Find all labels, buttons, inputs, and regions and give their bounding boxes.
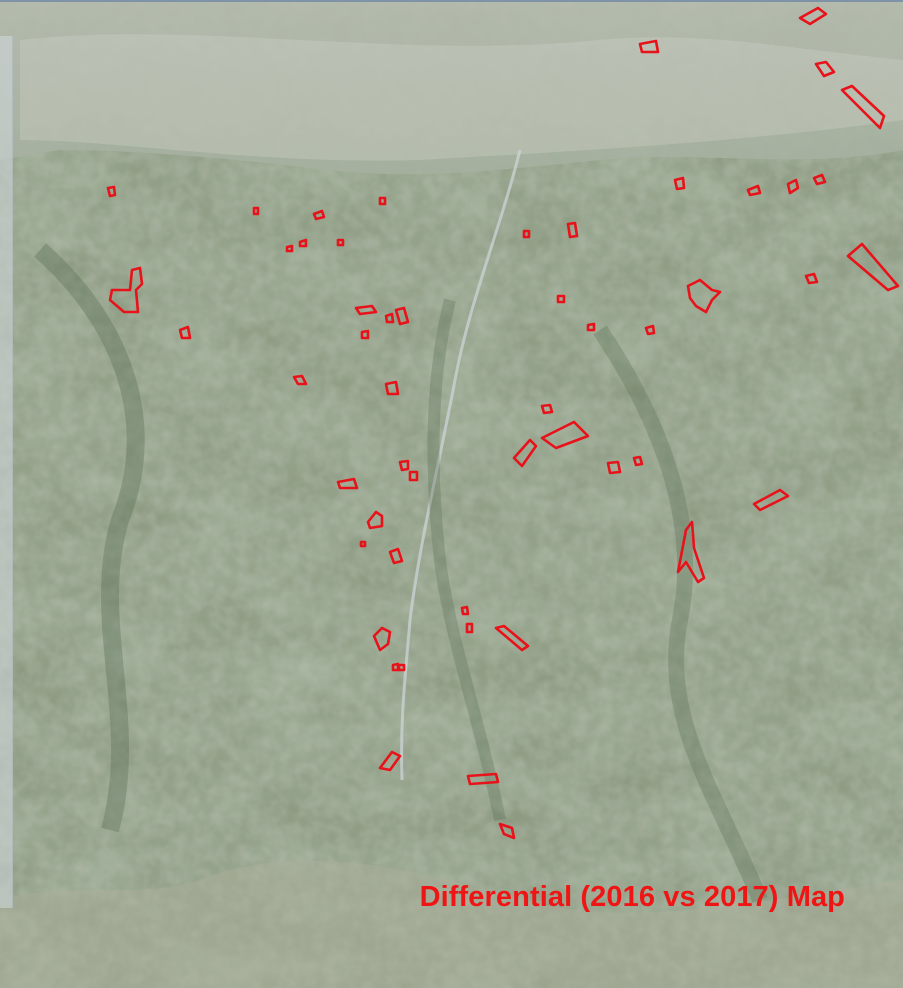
change-polygon xyxy=(252,206,260,216)
ridge-shadow-2 xyxy=(593,325,768,903)
change-polygon xyxy=(804,272,819,285)
change-polygon xyxy=(394,306,410,326)
change-polygon xyxy=(752,488,790,512)
change-polygon xyxy=(465,622,474,634)
change-polygon xyxy=(384,380,400,396)
change-polygon xyxy=(359,540,367,548)
change-polygon xyxy=(676,520,706,584)
change-polygon xyxy=(846,242,900,292)
change-polygon xyxy=(336,477,359,490)
change-polygon xyxy=(106,185,117,198)
change-polygon xyxy=(397,663,406,672)
change-polygon xyxy=(366,510,384,530)
change-polygon xyxy=(606,460,622,475)
change-polygon xyxy=(292,374,308,386)
urban-valley xyxy=(0,0,903,175)
change-polygon xyxy=(644,324,656,336)
change-polygon xyxy=(556,294,566,304)
side-panel-edge xyxy=(0,36,13,908)
change-polygon xyxy=(840,84,886,130)
river xyxy=(400,149,522,781)
change-polygon xyxy=(540,403,554,415)
change-polygon xyxy=(466,772,500,786)
change-polygon xyxy=(372,626,392,652)
change-polygon xyxy=(285,244,294,253)
frame-top-border xyxy=(0,0,903,2)
change-polygon xyxy=(408,470,419,482)
change-polygon xyxy=(786,178,800,195)
change-polygon xyxy=(498,822,516,840)
change-polygon xyxy=(632,455,644,467)
change-polygon xyxy=(814,60,836,78)
change-polygon xyxy=(398,459,410,472)
change-polygon xyxy=(494,624,530,652)
change-polygon xyxy=(586,322,596,332)
scree-light xyxy=(0,860,903,988)
map-title: Differential (2016 vs 2017) Map xyxy=(419,881,845,913)
change-polygon xyxy=(378,196,387,206)
change-polygon xyxy=(108,266,144,314)
change-polygon xyxy=(178,325,192,340)
change-polygon xyxy=(812,173,827,186)
change-polygon xyxy=(312,209,326,221)
change-polygon xyxy=(336,238,345,247)
change-polygon xyxy=(522,229,531,239)
change-polygon xyxy=(540,420,590,450)
ridge-shadow-3 xyxy=(427,298,506,822)
change-polygon xyxy=(388,547,404,565)
urban-texture xyxy=(20,34,903,161)
change-polygon xyxy=(686,278,722,314)
change-polygon xyxy=(512,438,538,468)
change-polygon xyxy=(298,238,308,248)
change-polygon xyxy=(798,6,828,26)
change-polygon xyxy=(384,312,395,324)
ridge-shadow xyxy=(34,243,145,833)
change-polygon xyxy=(460,605,470,616)
change-polygon xyxy=(360,329,370,340)
change-polygon xyxy=(354,304,378,316)
change-polygon xyxy=(378,750,402,772)
change-polygon xyxy=(673,176,686,191)
change-polygon xyxy=(746,184,762,197)
change-polygon xyxy=(638,39,660,54)
change-polygon xyxy=(391,662,400,672)
change-polygon xyxy=(566,221,579,239)
